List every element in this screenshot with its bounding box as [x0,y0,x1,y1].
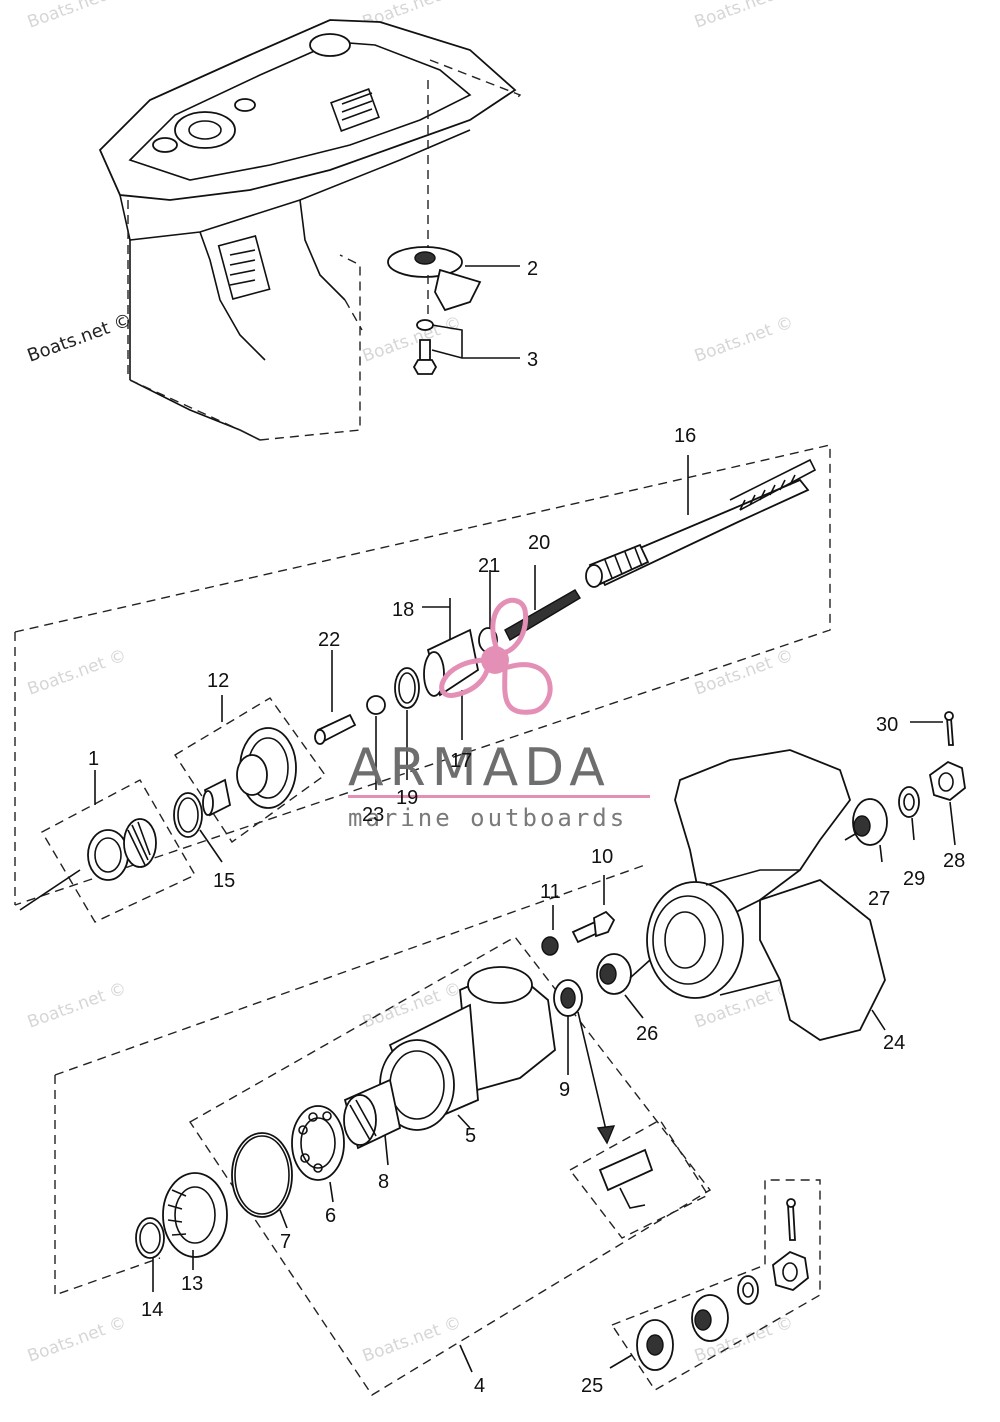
trim-tab-assembly [387,80,520,375]
watermark: Boats.net © [360,1312,464,1366]
part-label-20: 20 [528,532,550,554]
part-label-24: 24 [883,1032,905,1054]
part-label-9: 9 [559,1079,570,1101]
part-label-16: 16 [674,425,696,447]
part-label-28: 28 [943,850,965,872]
propeller-hardware-kit [609,1179,821,1391]
drive-shaft [585,455,817,588]
watermark: Boats.net © [25,1312,129,1366]
watermark: Boats.net © [692,0,796,33]
watermark: Boats.net © [692,312,796,366]
part-label-21: 21 [478,555,500,577]
shift-clutch [422,598,480,740]
watermark: Boats.net © [360,312,464,366]
part-label-5: 5 [465,1125,476,1147]
brand-tagline: marine outboards [348,804,627,832]
part-label-19: 19 [396,787,418,809]
part-label-30: 30 [876,714,898,736]
part-label-10: 10 [591,846,613,868]
part-label-4: 4 [474,1375,485,1397]
part-label-7: 7 [280,1231,291,1253]
part-label-17: 17 [450,750,472,772]
part-label-27: 27 [868,888,890,910]
reverse-gear [135,1172,228,1292]
thrust-spacer [596,953,644,1019]
part-label-14: 14 [141,1299,163,1321]
watermark: Boats.net © [25,978,129,1032]
forward-gear-assembly [174,695,326,843]
armada-logo: ARMADA marine outboards [348,598,650,832]
part-label-11: 11 [540,881,561,903]
part-label-13: 13 [181,1273,203,1295]
part-label-22: 22 [318,629,340,651]
part-label-23: 23 [362,804,384,826]
part-label-18: 18 [392,599,414,621]
part-label-12: 12 [207,670,229,692]
part-label-2: 2 [527,258,538,280]
forward-bearing-assembly [19,770,223,923]
reverse-housing-assembly [189,936,712,1396]
part-labels: 1 2 3 4 5 6 7 8 9 10 11 12 13 14 15 16 1… [88,258,965,1397]
bolt-and-washer [541,875,616,956]
watermark: Boats.net © [25,309,135,366]
brand-name: ARMADA [348,738,611,798]
clutch-small-parts [314,650,420,790]
drive-shaft-frame [14,444,831,1296]
part-label-26: 26 [636,1023,658,1045]
part-label-1: 1 [88,748,99,770]
part-label-29: 29 [903,868,925,890]
watermark: Boats.net © [25,645,129,699]
oil-seal [553,979,710,1239]
gearcase-housing [98,19,522,441]
propeller [629,749,886,1041]
watermark: Boats.net © [25,0,129,33]
part-label-6: 6 [325,1205,336,1227]
part-label-25: 25 [581,1375,603,1397]
part-label-15: 15 [213,870,235,892]
part-label-3: 3 [527,349,538,371]
propeller-hardware [844,711,966,863]
part-label-8: 8 [378,1171,389,1193]
watermark: Boats.net © [692,645,796,699]
